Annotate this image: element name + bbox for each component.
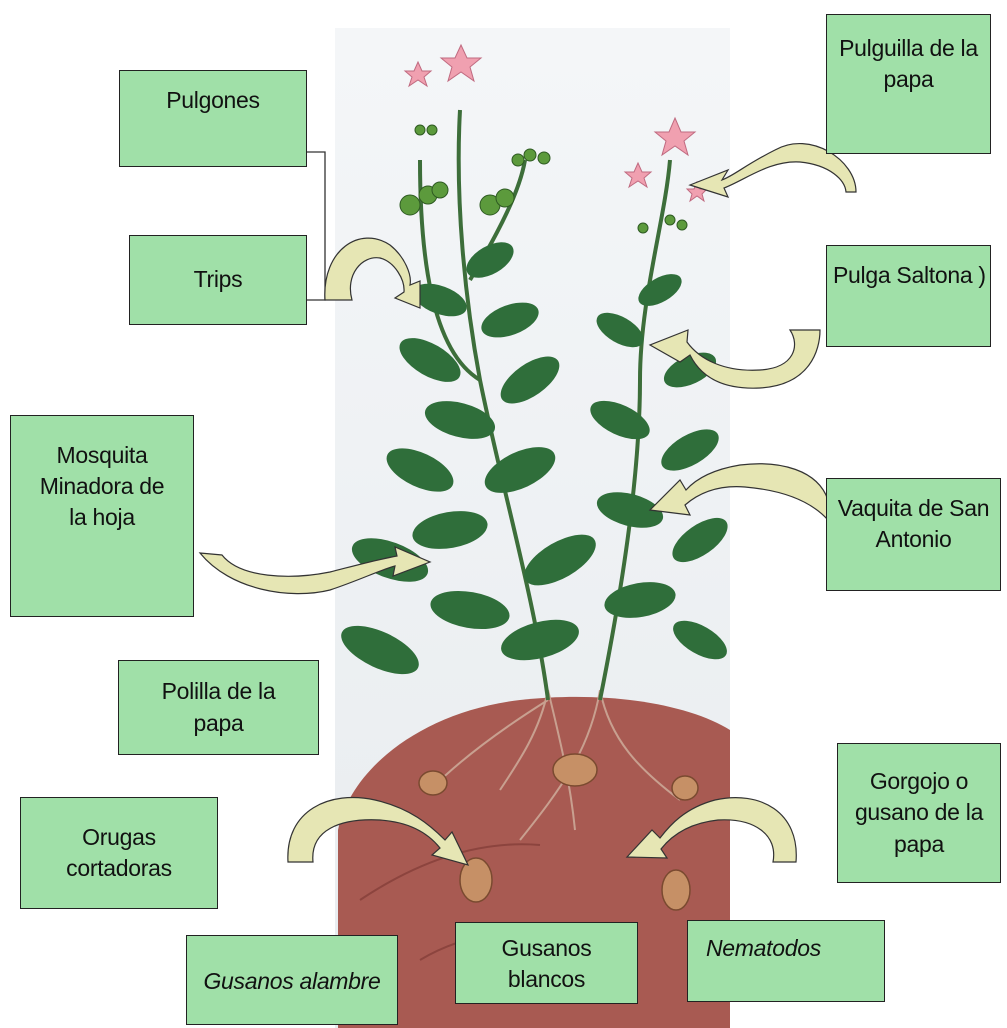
label-trips: Trips (129, 235, 307, 325)
label-nematodos: Nematodos (687, 920, 885, 1002)
label-gorgojo: Gorgojo o gusano de la papa (837, 743, 1001, 883)
label-gusanos-blancos: Gusanos blancos (455, 922, 638, 1004)
label-polilla: Polilla de la papa (118, 660, 319, 755)
label-mosquita: Mosquita Minadora de la hoja (10, 415, 194, 617)
label-pulga-saltona: Pulga Saltona ) (826, 245, 991, 347)
label-vaquita: Vaquita de San Antonio (826, 478, 1001, 591)
label-gusanos-alambre: Gusanos alambre (186, 935, 398, 1025)
label-pulgones: Pulgones (119, 70, 307, 167)
label-pulguilla: Pulguilla de la papa (826, 14, 991, 154)
label-orugas: Orugas cortadoras (20, 797, 218, 909)
